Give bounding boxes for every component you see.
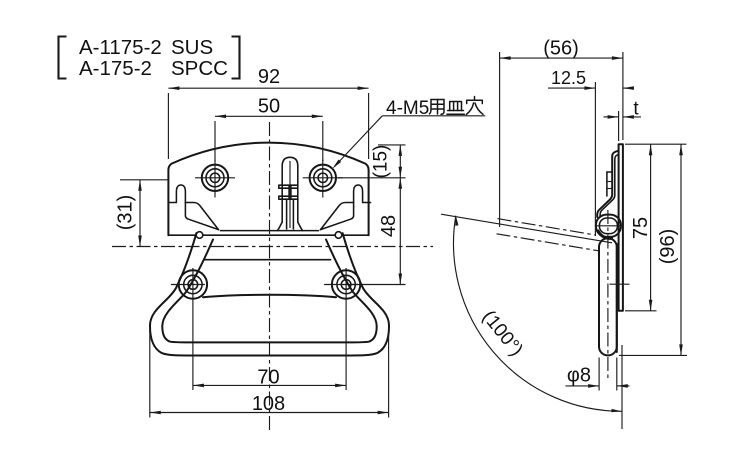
svg-text:92: 92 — [258, 66, 280, 88]
svg-text:(96): (96) — [657, 229, 679, 265]
svg-text:t: t — [633, 99, 639, 120]
svg-text:50: 50 — [258, 96, 280, 118]
svg-text:70: 70 — [257, 367, 279, 389]
svg-text:75: 75 — [630, 217, 652, 239]
svg-text:(31): (31) — [115, 195, 137, 231]
svg-text:A-175-2: A-175-2 — [79, 57, 152, 80]
svg-text:12.5: 12.5 — [551, 68, 586, 88]
svg-text:48: 48 — [378, 215, 400, 237]
svg-text:SPCC: SPCC — [171, 57, 228, 80]
svg-text:4-M5: 4-M5 — [386, 98, 429, 119]
svg-text:(56): (56) — [543, 38, 579, 60]
svg-text:(15): (15) — [371, 145, 392, 179]
svg-text:φ8: φ8 — [567, 365, 591, 387]
svg-text:SUS: SUS — [171, 36, 213, 59]
svg-text:A-1175-2: A-1175-2 — [79, 36, 162, 59]
svg-text:108: 108 — [252, 393, 285, 415]
